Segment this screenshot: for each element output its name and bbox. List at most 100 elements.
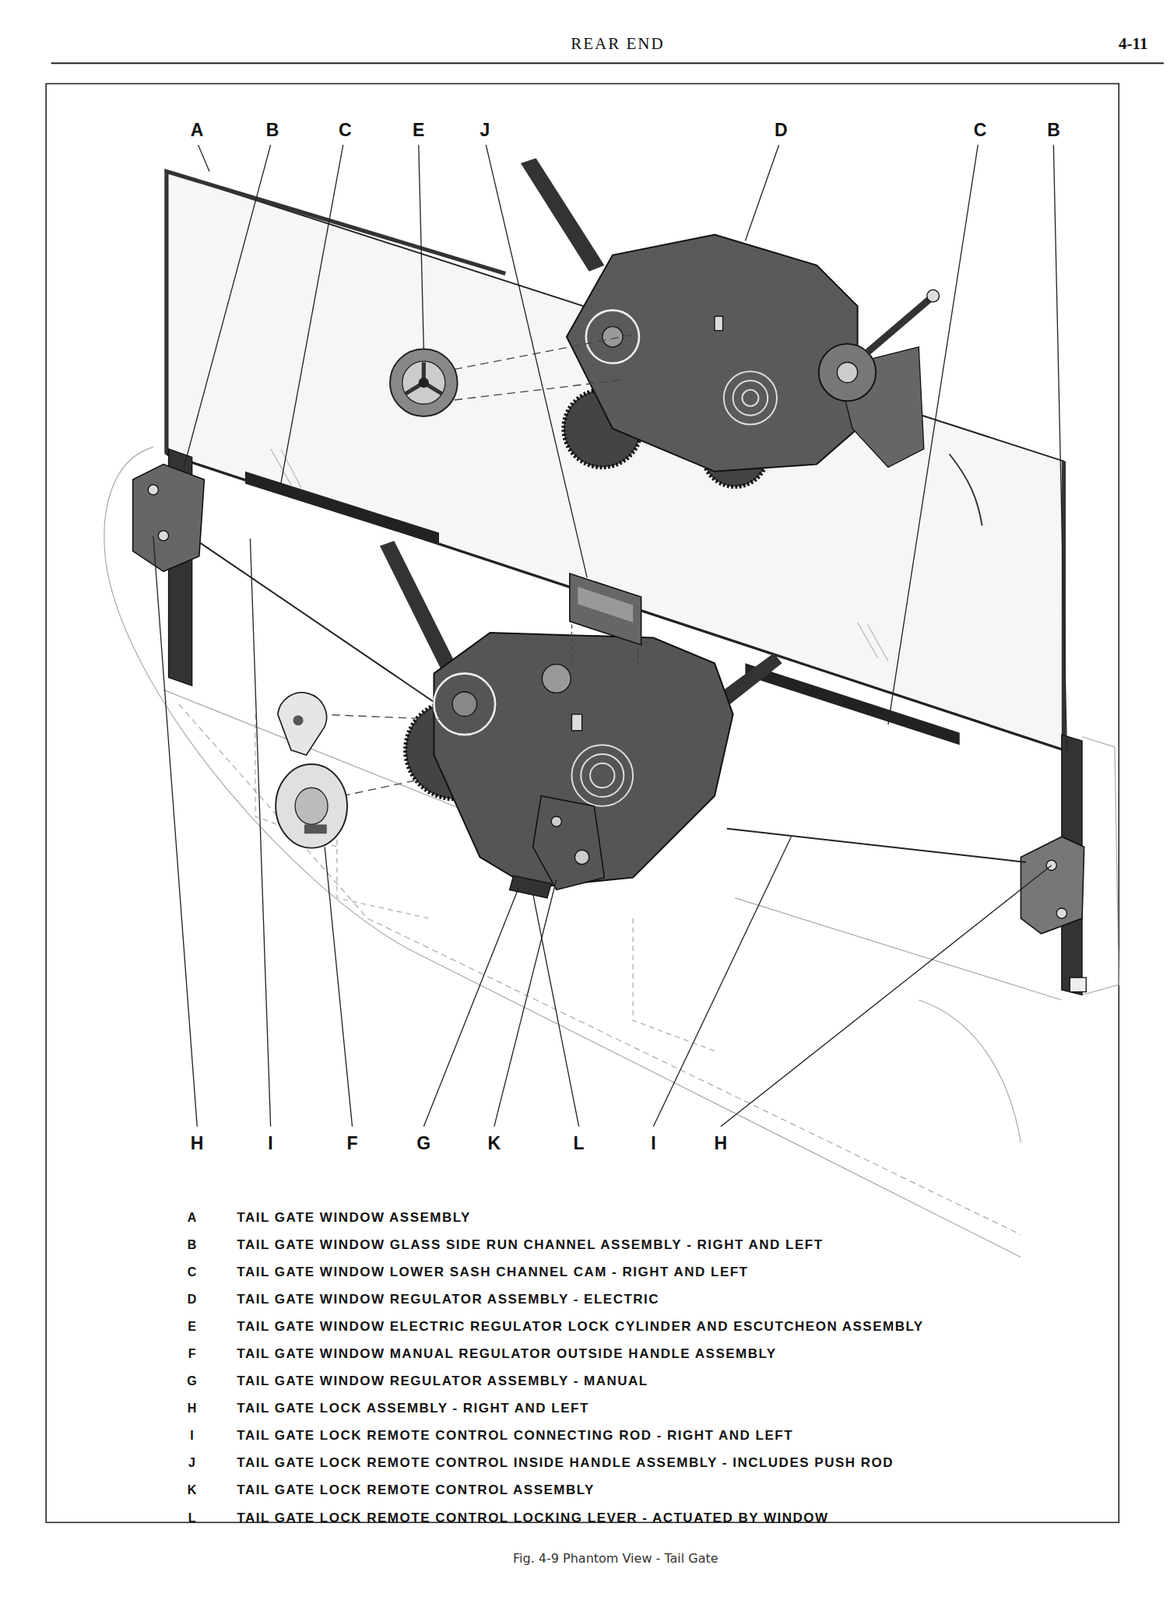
glass-highlight [857,622,879,659]
callout-letter: G [414,1133,433,1154]
page-title: REAR END [570,34,665,53]
remote-rivet [551,816,562,827]
handle-escutcheon [275,764,348,849]
key-letter: B [187,1238,197,1253]
motor-rod [867,298,932,352]
spring-coil [571,744,633,807]
leader-line [198,144,210,172]
callout-letter: H [189,1133,206,1154]
leader-lines [153,144,1068,1127]
leader-line [653,836,791,1127]
spring-coil [590,763,615,788]
assembly-path [318,714,440,721]
handle-tab [304,824,327,834]
assembly-path [454,334,633,370]
regulator-housing [566,235,858,472]
glass-highlight [270,449,292,485]
key-letter: I [189,1429,194,1444]
leader-line [494,879,557,1127]
key-description: TAIL GATE WINDOW ASSEMBLY [236,1210,471,1227]
callout-letter: I [649,1133,658,1154]
regulator-stop [714,316,723,331]
leader-line [281,144,344,484]
regulator-pulley [433,673,496,735]
leader-line [888,144,978,725]
lock-rivet [147,484,159,496]
sash-channel-cam [245,471,440,545]
escutcheon-spokes [405,361,443,394]
leader-line [423,888,519,1128]
callout-letter: A [189,119,206,140]
regulator-spring [571,744,633,807]
figure-frame [45,84,1119,1524]
spring-coil [723,371,777,425]
key-letter: E [187,1320,197,1335]
key-description: TAIL GATE LOCK REMOTE CONTROL CONNECTING… [236,1429,794,1445]
key-letter: K [187,1483,197,1498]
callout-letter: C [972,119,989,140]
key-description: TAIL GATE WINDOW MANUAL REGULATOR OUTSID… [236,1346,777,1363]
regulator-arm [379,541,456,670]
remote-control [533,796,605,891]
regulator-pinion [541,664,571,694]
key-description: TAIL GATE LOCK REMOTE CONTROL ASSEMBLY [236,1483,595,1500]
gate-outline [1082,737,1119,996]
leader-line [153,535,197,1127]
leader-line [744,144,779,241]
window-frame [166,171,506,454]
leader-line [533,894,580,1128]
handle-hub [295,787,328,825]
key-description: TAIL GATE WINDOW ELECTRIC REGULATOR LOCK… [236,1319,924,1336]
handle-crank [277,692,327,756]
leader-line [1053,144,1067,751]
leader-line [418,144,425,349]
callout-letter: B [1045,119,1062,140]
header-rule [51,62,1164,64]
leader-line [324,846,352,1127]
callout-letter: F [344,1133,359,1154]
remote-rivet [574,850,589,865]
key-letter: G [186,1374,197,1389]
inside-handle [569,573,642,646]
callout-letter: K [485,1133,503,1154]
leader-line [183,144,271,468]
key-description: TAIL GATE LOCK REMOTE CONTROL LOCKING LE… [236,1510,829,1527]
lock-escutcheon [390,348,458,417]
regulator-arm [520,158,605,272]
gate-outline [918,1000,1021,1144]
callout-letter: D [772,119,790,140]
assembly-path [341,776,440,797]
key-letter: J [188,1456,196,1471]
regulator-hub [452,692,477,717]
channel-clip [1069,977,1086,992]
callout-letter: E [411,119,426,140]
leader-line [249,538,271,1127]
push-rod [571,624,573,665]
key-letter: F [188,1347,197,1362]
key-letter: C [187,1265,197,1280]
key-description: TAIL GATE WINDOW LOWER SASH CHANNEL CAM … [236,1264,749,1281]
cylinder-key [418,377,429,388]
key-description: TAIL GATE LOCK REMOTE CONTROL INSIDE HAN… [236,1456,894,1473]
key-description: TAIL GATE WINDOW REGULATOR ASSEMBLY - EL… [236,1292,660,1308]
regulator-motor [818,344,876,401]
key-description: TAIL GATE LOCK ASSEMBLY - RIGHT AND LEFT [236,1401,590,1417]
callout-letter: I [266,1133,275,1154]
lock-rivet [1056,908,1067,919]
spring-coil [733,380,769,416]
motor-terminal [927,289,940,303]
assembly-path [454,379,626,401]
connecting-rod [727,829,1026,863]
tail-gate-lock [1020,836,1084,935]
regulator-hub [602,326,623,348]
page-number: 4-11 [1118,34,1148,53]
callout-letter: H [713,1133,730,1154]
key-letter: A [187,1210,197,1225]
leader-line [485,144,587,578]
motor-shaft [836,361,858,383]
key-letter: H [187,1401,197,1416]
push-rod [637,646,639,669]
callout-letter: J [478,119,492,140]
motor-bracket [836,347,924,468]
